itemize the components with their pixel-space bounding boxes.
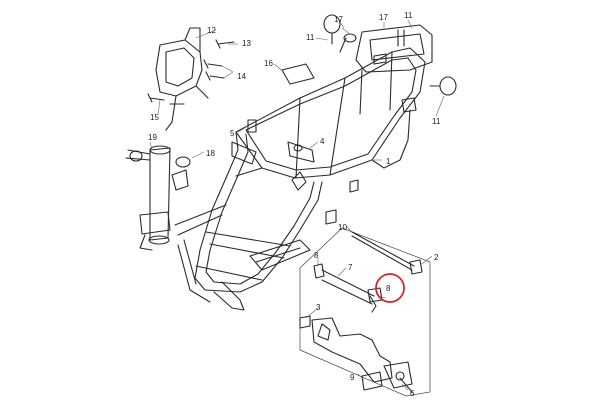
callout-14: 14 [237,72,246,81]
callout-18: 18 [206,149,215,158]
plate-16 [281,63,315,85]
steering-head-assembly [125,145,191,251]
callout-16: 16 [264,59,273,68]
upper-left-bracket [147,27,235,131]
callout-11-top: 11 [404,11,413,20]
callout-10: 10 [338,223,347,232]
main-frame [174,24,433,311]
callout-labels: 12 13 14 15 16 17 17 11 11 11 5 4 19 18 … [148,11,441,398]
engine-mount-hardware [299,227,431,397]
callout-17-left: 17 [334,15,343,24]
callout-8-top: 8 [314,251,319,260]
callout-11-right: 11 [432,117,441,126]
callout-15: 15 [150,113,159,122]
callout-3: 3 [316,303,321,312]
callout-13: 13 [242,39,251,48]
callout-9: 9 [350,373,355,382]
callout-5: 5 [230,129,235,138]
callout-1: 1 [386,157,391,166]
highlight-circle [375,273,405,303]
callout-17-right: 17 [379,13,388,22]
frame-fasteners [247,53,417,225]
callout-7: 7 [348,263,353,272]
callout-11-left: 11 [306,33,315,42]
callout-6: 6 [410,389,415,398]
leader-lines [149,19,445,391]
callout-12: 12 [207,26,216,35]
callout-4: 4 [320,137,325,146]
callout-19: 19 [148,133,157,142]
rubber-bumpers [323,14,457,96]
callout-8-highlighted: 8 [386,284,391,293]
callout-2: 2 [434,253,439,262]
